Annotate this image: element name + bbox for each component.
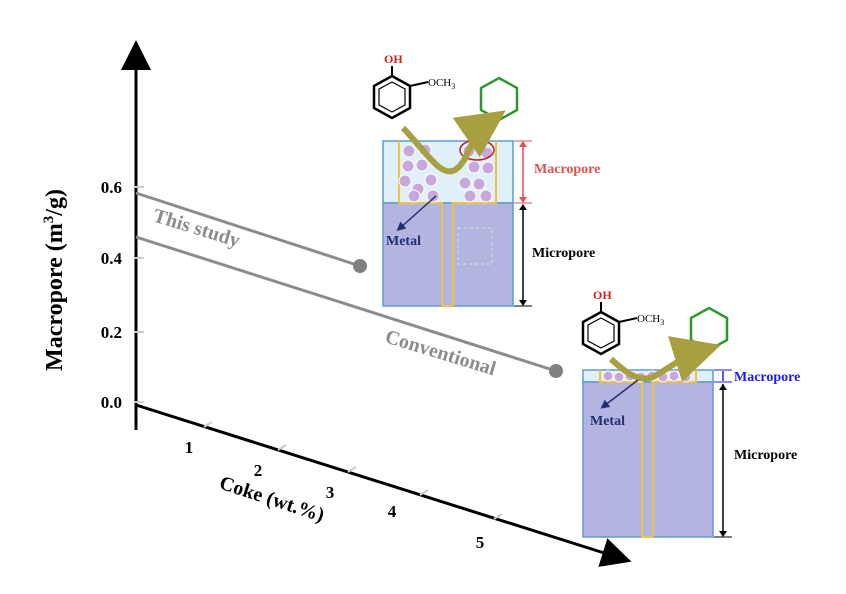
x-axis-title: Coke (wt.%): [217, 472, 327, 527]
micropore-block: [382, 202, 514, 307]
axes: [121, 40, 632, 567]
conventional-endpoint: [549, 364, 563, 378]
micropore-label-top: Micropore: [532, 246, 595, 261]
metal-pointer: [396, 195, 437, 231]
macropore-label-top: Macropore: [534, 162, 600, 177]
y-tick-label: 0.2: [101, 323, 122, 342]
oh-label: OH: [593, 288, 612, 302]
guaiacol-molecule-bottom: OH OCH3: [581, 288, 664, 356]
micropore-label-bottom: Micropore: [734, 448, 797, 463]
reaction-arrow: [608, 336, 721, 383]
metal-label: Metal: [386, 234, 421, 249]
y-tick-label: 0.4: [101, 249, 123, 268]
guaiacol-molecule-top: OH OCH3: [372, 52, 455, 120]
oh-label: OH: [384, 52, 403, 66]
metal-pointer: [600, 379, 639, 409]
x-axis-line: [135, 403, 632, 567]
y-tick-label: 0.0: [101, 393, 122, 412]
och3-label: OCH3: [428, 77, 455, 91]
cyclohexane-icon: [689, 306, 729, 352]
micropore-block: [582, 381, 714, 538]
bottom-pore-schematic: OH OCH3 Metal Macropore Micropore: [581, 288, 800, 538]
x-tick-label: 4: [388, 502, 397, 521]
metal-label: Metal: [590, 414, 625, 429]
this-study-endpoint: [353, 259, 367, 273]
conventional-line: [135, 235, 557, 373]
cyclohexane-icon: [479, 76, 519, 122]
x-tick-label: 2: [254, 461, 263, 480]
x-tick-label: 1: [185, 438, 194, 457]
y-tick-label: 0.6: [101, 178, 122, 197]
pore-channel: [398, 141, 497, 307]
y-ticks: 0.0 0.2 0.4 0.6: [101, 178, 144, 412]
y-axis-title: Macropore (m3/g): [41, 189, 68, 371]
och3-label: OCH3: [637, 313, 664, 327]
x-ticks: 1 2 3 4 5: [185, 421, 503, 552]
macropore-label-bottom: Macropore: [734, 370, 800, 385]
x-tick-label: 5: [476, 533, 485, 552]
reaction-arrow: [400, 110, 506, 175]
x-tick-label: 3: [326, 483, 335, 502]
top-pore-schematic: OH OCH3 Metal Macropore: [372, 52, 600, 307]
this-study-line: [135, 191, 361, 268]
